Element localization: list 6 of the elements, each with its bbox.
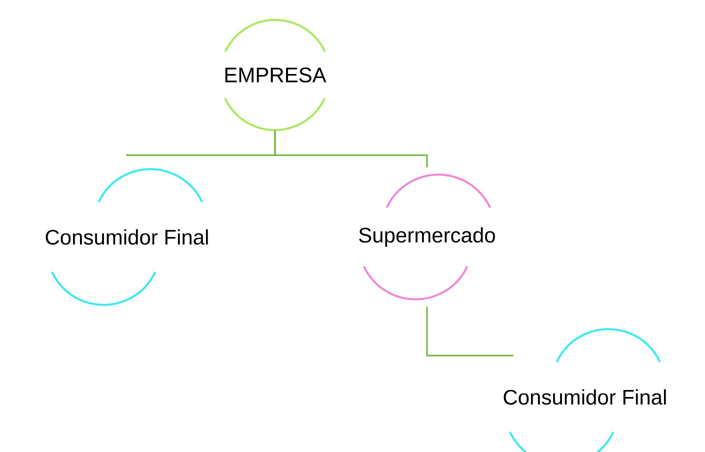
connector-line bbox=[274, 130, 428, 168]
circle-node: Consumidor Final bbox=[504, 328, 666, 452]
circle-node: Supermercado bbox=[359, 174, 495, 300]
circle-node: EMPRESA bbox=[224, 18, 326, 132]
circle-node: Consumidor Final bbox=[46, 168, 208, 306]
connector-line bbox=[426, 306, 514, 356]
